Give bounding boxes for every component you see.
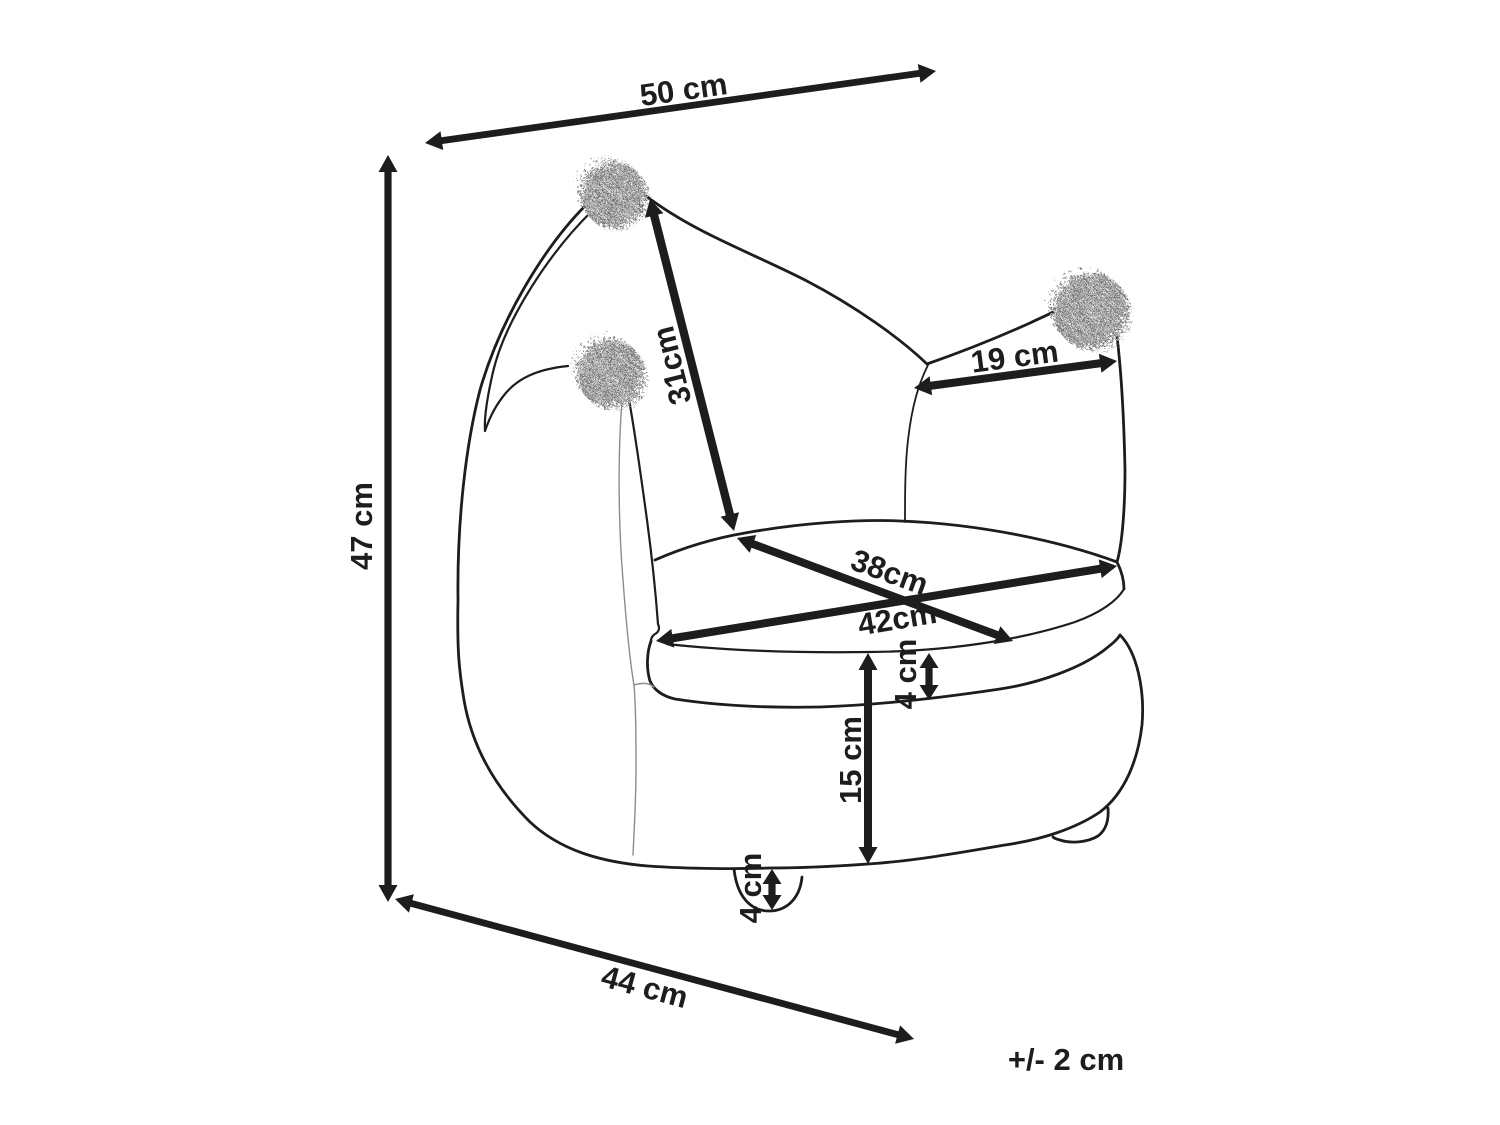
svg-text:4 cm: 4 cm <box>733 853 768 924</box>
svg-text:47 cm: 47 cm <box>344 482 379 570</box>
svg-text:15 cm: 15 cm <box>833 716 868 804</box>
svg-text:4 cm: 4 cm <box>888 639 923 710</box>
svg-text:+/- 2 cm: +/- 2 cm <box>1008 1042 1124 1077</box>
